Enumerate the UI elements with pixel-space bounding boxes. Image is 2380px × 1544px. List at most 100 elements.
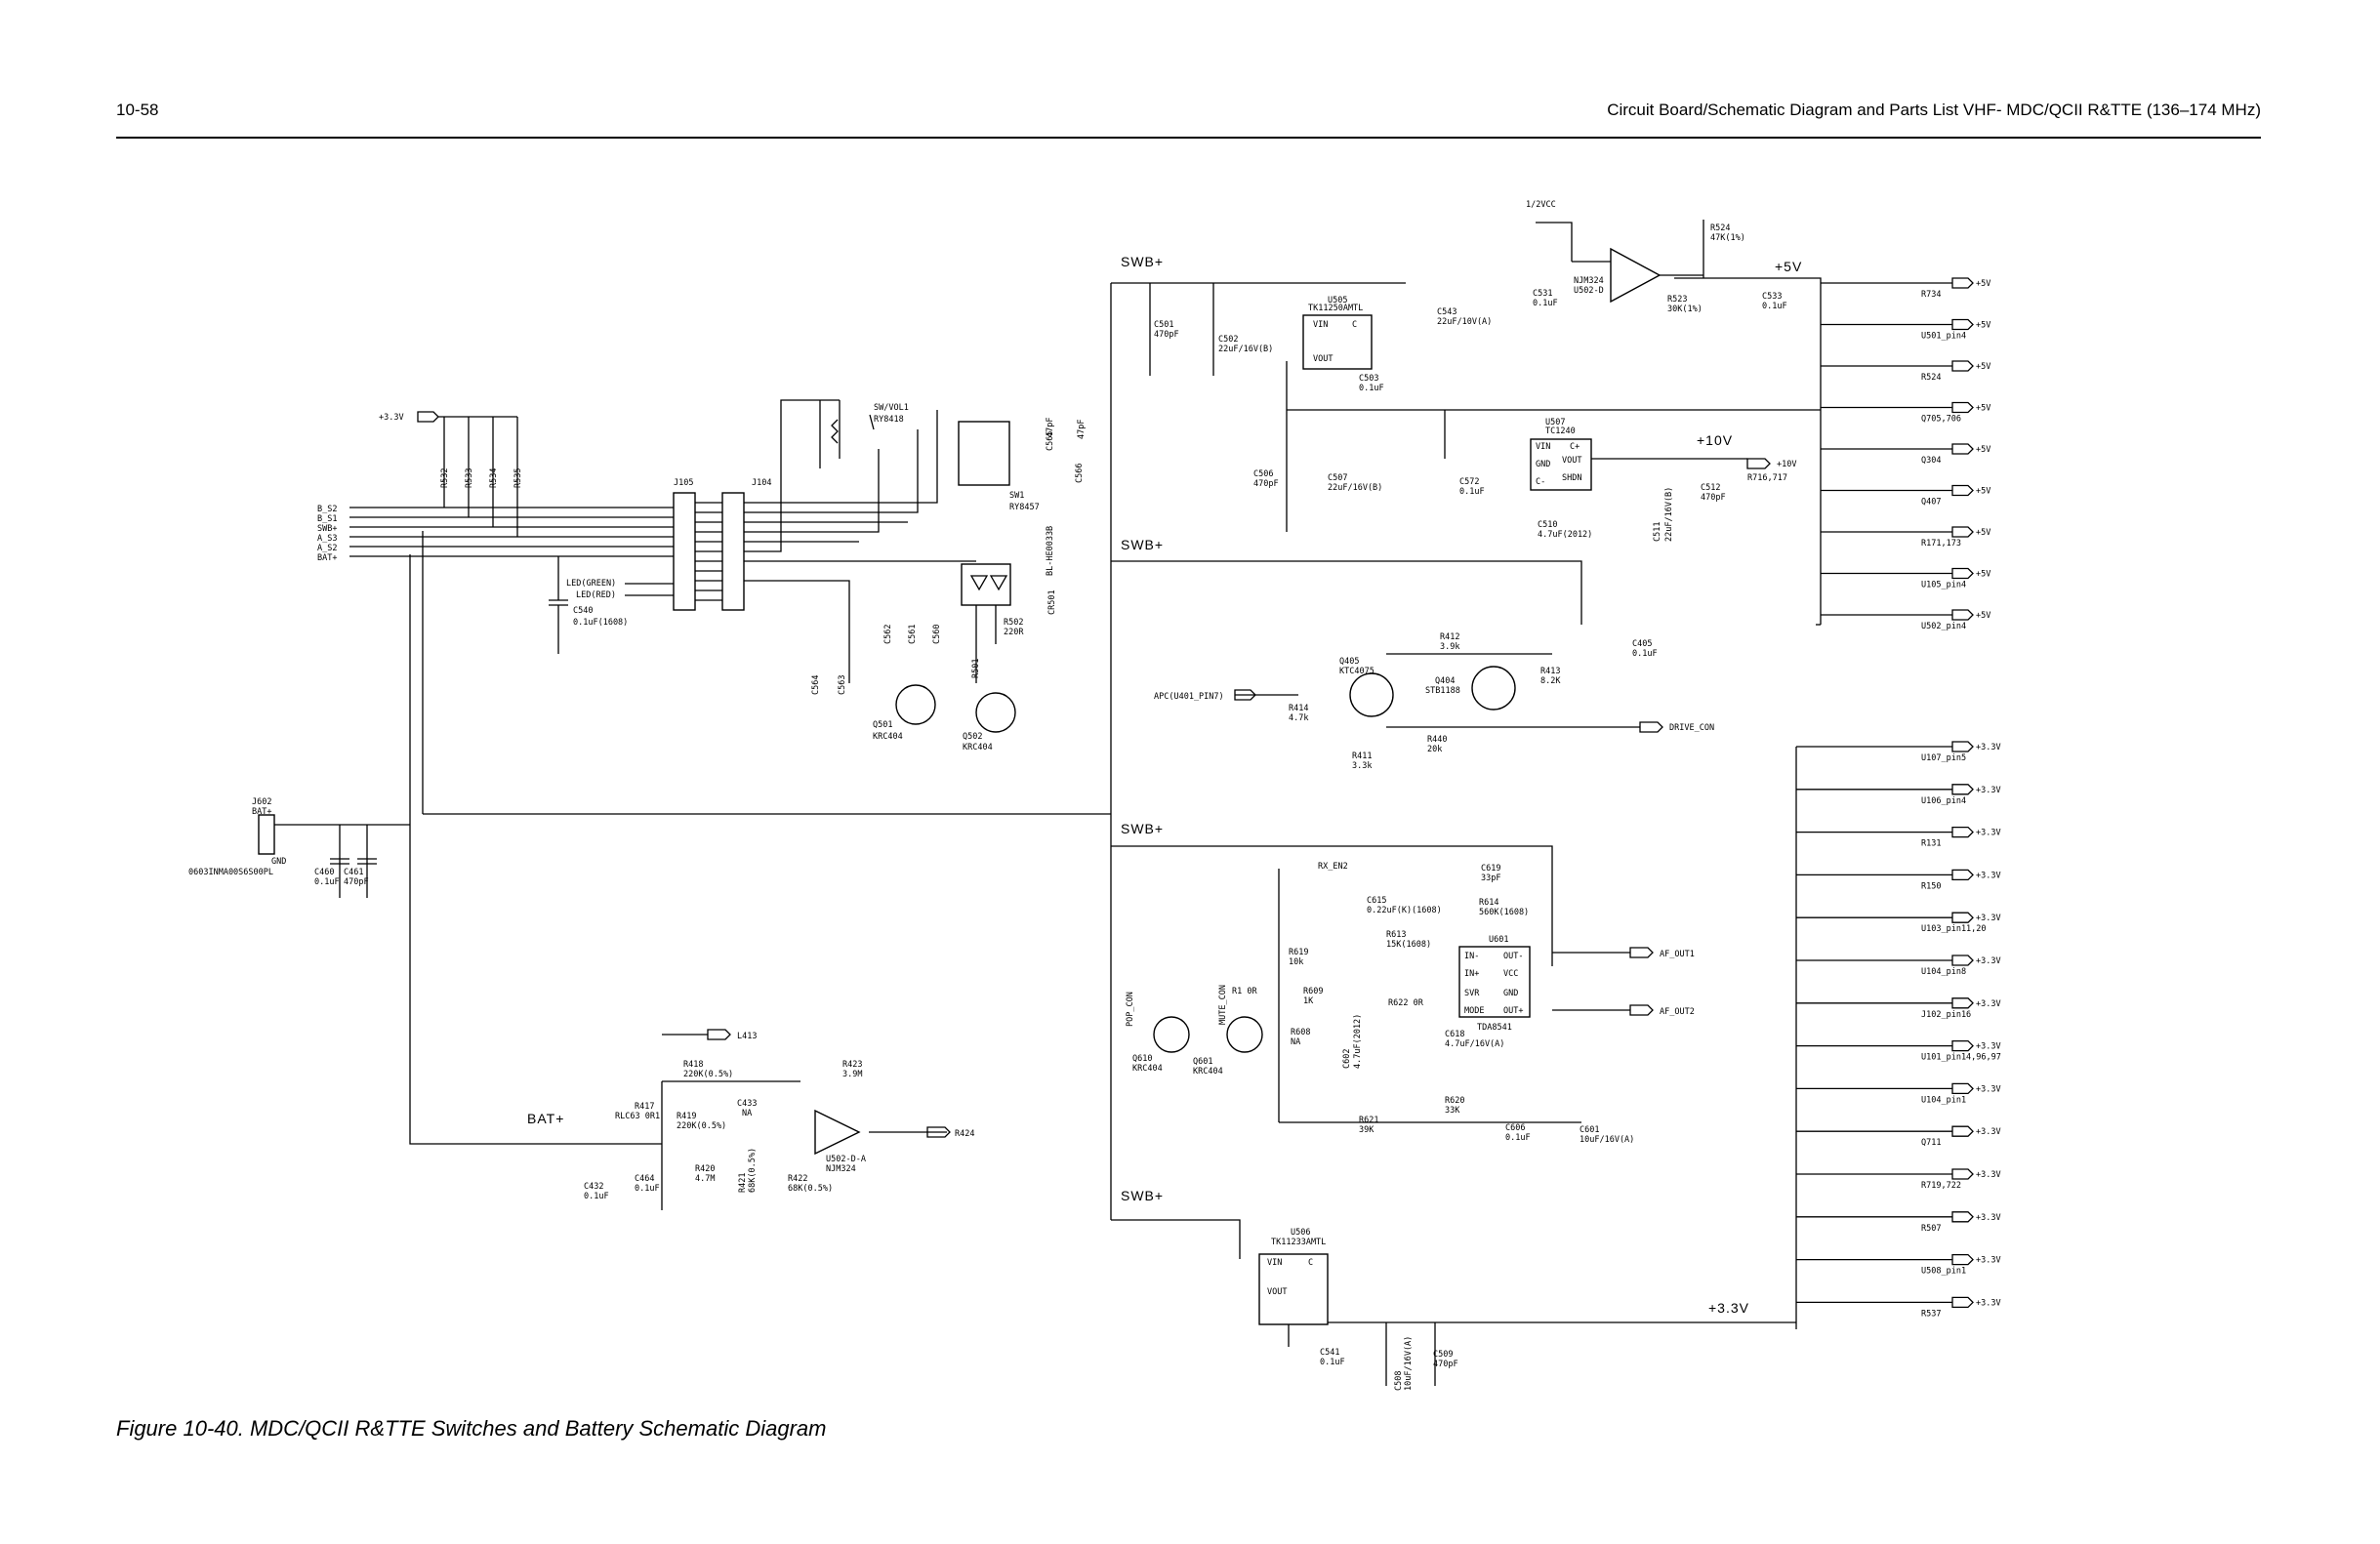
label-ry8457: RY8457: [1009, 503, 1040, 512]
label-u502d: U502-D: [1574, 286, 1604, 296]
label-u507-vout: VOUT: [1562, 456, 1581, 466]
label-njm324: NJM324: [1574, 276, 1604, 286]
label-u507-cminus: C-: [1536, 477, 1545, 487]
p5v-tag-dest: R524: [1921, 373, 1941, 383]
p33-tag-label: +3.3V: [1976, 956, 2001, 966]
p5v-output-list: +5VR734+5VU501_pin4+5VR524+5VQ705,706+5V…: [1821, 277, 1990, 631]
label-c503: C503: [1359, 374, 1378, 384]
u601-region: RX_EN2 C619 33pF C615 0.22uF(K)(1608) R6…: [1126, 862, 1695, 1145]
label-tda8541: TDA8541: [1477, 1023, 1512, 1033]
driver-region: APC(U401_PIN7) R414 4.7k Q405 KTC4075 Q4…: [1154, 632, 1714, 771]
label-r613-value: 15K(1608): [1386, 940, 1431, 950]
label-r418-value: 220K(0.5%): [683, 1070, 733, 1079]
label-c601-value: 10uF/16V(A): [1580, 1135, 1634, 1145]
p5v-tag-label: +5V: [1976, 487, 1990, 497]
label-r411-value: 3.3k: [1352, 761, 1372, 771]
u507-region: U507 TC1240 VIN C+ GND VOUT C- SHDN C506…: [1253, 418, 1796, 542]
main-wiring: [273, 220, 1822, 1329]
label-r620: R620: [1445, 1096, 1464, 1106]
label-r614: R614: [1479, 898, 1498, 908]
label-u507-cplus: C+: [1570, 442, 1580, 452]
p33-tag-dest: U101_pin14,96,97: [1921, 1053, 2001, 1063]
p33v-output-list: +3.3VU107_pin5+3.3VU106_pin4+3.3VR131+3.…: [1796, 741, 2001, 1319]
label-r417-value: RLC63 0R1: [615, 1112, 660, 1121]
label-c541: C541: [1320, 1348, 1339, 1358]
label-c507-value: 22uF/16V(B): [1328, 483, 1382, 493]
label-led-green: LED(GREEN): [566, 579, 616, 589]
label-u507-gnd: GND: [1536, 460, 1550, 469]
label-r535: R535: [513, 468, 523, 488]
label-c531-value: 0.1uF: [1533, 299, 1558, 308]
p33-tag-label: +3.3V: [1976, 786, 2001, 795]
label-r621-value: 39K: [1359, 1125, 1375, 1135]
label-c502-value: 22uF/16V(B): [1218, 345, 1273, 354]
label-r440-value: 20k: [1427, 745, 1442, 754]
label-c511: C511: [1653, 522, 1662, 542]
label-c531: C531: [1533, 289, 1552, 299]
label-c508-value: 10uF/16V(A): [1404, 1336, 1414, 1391]
p33-tag-dest: J102_pin16: [1921, 1010, 1971, 1020]
rail-swb-1: SWB+: [1121, 254, 1164, 269]
label-c606-value: 0.1uF: [1505, 1133, 1531, 1143]
label-r523: R523: [1667, 295, 1687, 305]
label-c543-value: 22uF/10V(A): [1437, 317, 1492, 327]
label-c510-value: 4.7uF(2012): [1538, 530, 1592, 540]
label-q405-type: KTC4075: [1339, 667, 1375, 676]
label-led-red: LED(RED): [576, 590, 616, 600]
label-c601: C601: [1580, 1125, 1599, 1135]
header-rule: [116, 137, 2261, 139]
p33-tag-label: +3.3V: [1976, 1213, 2001, 1223]
label-r412: R412: [1440, 632, 1459, 642]
label-r622: R622 0R: [1388, 998, 1424, 1008]
label-pop-con: POP_CON: [1126, 992, 1135, 1027]
label-c565: C565: [1046, 431, 1055, 451]
p33-tag-label: +3.3V: [1976, 1127, 2001, 1137]
label-r420-value: 4.7M: [695, 1174, 715, 1184]
label-r614-value: 560K(1608): [1479, 908, 1529, 917]
label-r420: R420: [695, 1164, 715, 1174]
label-3v3-in: +3.3V: [379, 413, 404, 423]
label-r417: R417: [635, 1102, 654, 1112]
label-j104: J104: [752, 478, 771, 488]
p33-tag-label: +3.3V: [1976, 914, 2001, 923]
label-q610: Q610: [1132, 1054, 1152, 1064]
label-c501: C501: [1154, 320, 1173, 330]
label-u506-vin: VIN: [1267, 1258, 1282, 1268]
label-q404: Q404: [1435, 676, 1455, 686]
label-r716: R716,717: [1747, 473, 1787, 483]
label-r621: R621: [1359, 1116, 1378, 1125]
label-c432-value: 0.1uF: [584, 1192, 609, 1201]
label-r419-value: 220K(0.5%): [677, 1121, 726, 1131]
p33-tag-label: +3.3V: [1976, 829, 2001, 838]
label-r412-value: 3.9k: [1440, 642, 1459, 652]
label-r609-value: 1K: [1303, 996, 1314, 1006]
label-r620-value: 33K: [1445, 1106, 1460, 1116]
label-c533: C533: [1762, 292, 1782, 302]
label-c562: C562: [883, 625, 893, 644]
label-c619: C619: [1481, 864, 1500, 874]
label-a-s3: A_S3: [317, 534, 337, 544]
label-c433-value: NA: [742, 1109, 752, 1118]
label-c572: C572: [1459, 477, 1479, 487]
p33-tag-label: +3.3V: [1976, 743, 2001, 752]
p33-tag-dest: R507: [1921, 1224, 1941, 1234]
label-u601-in-m: IN-: [1464, 952, 1479, 961]
p33-tag-dest: U103_pin11,20: [1921, 924, 1987, 934]
label-c507: C507: [1328, 473, 1347, 483]
label-u502a-pn: NJM324: [826, 1164, 856, 1174]
label-r422-value: 68K(0.5%): [788, 1184, 833, 1194]
label-ry8418: RY8418: [874, 415, 904, 425]
label-c602-value: 4.7uF(2012): [1353, 1014, 1363, 1069]
label-r613: R613: [1386, 930, 1406, 940]
label-u506-vout: VOUT: [1267, 1287, 1287, 1297]
p33-tag-label: +3.3V: [1976, 1084, 2001, 1094]
label-u601: U601: [1489, 935, 1508, 945]
p33-tag-dest: U508_pin1: [1921, 1267, 1966, 1277]
